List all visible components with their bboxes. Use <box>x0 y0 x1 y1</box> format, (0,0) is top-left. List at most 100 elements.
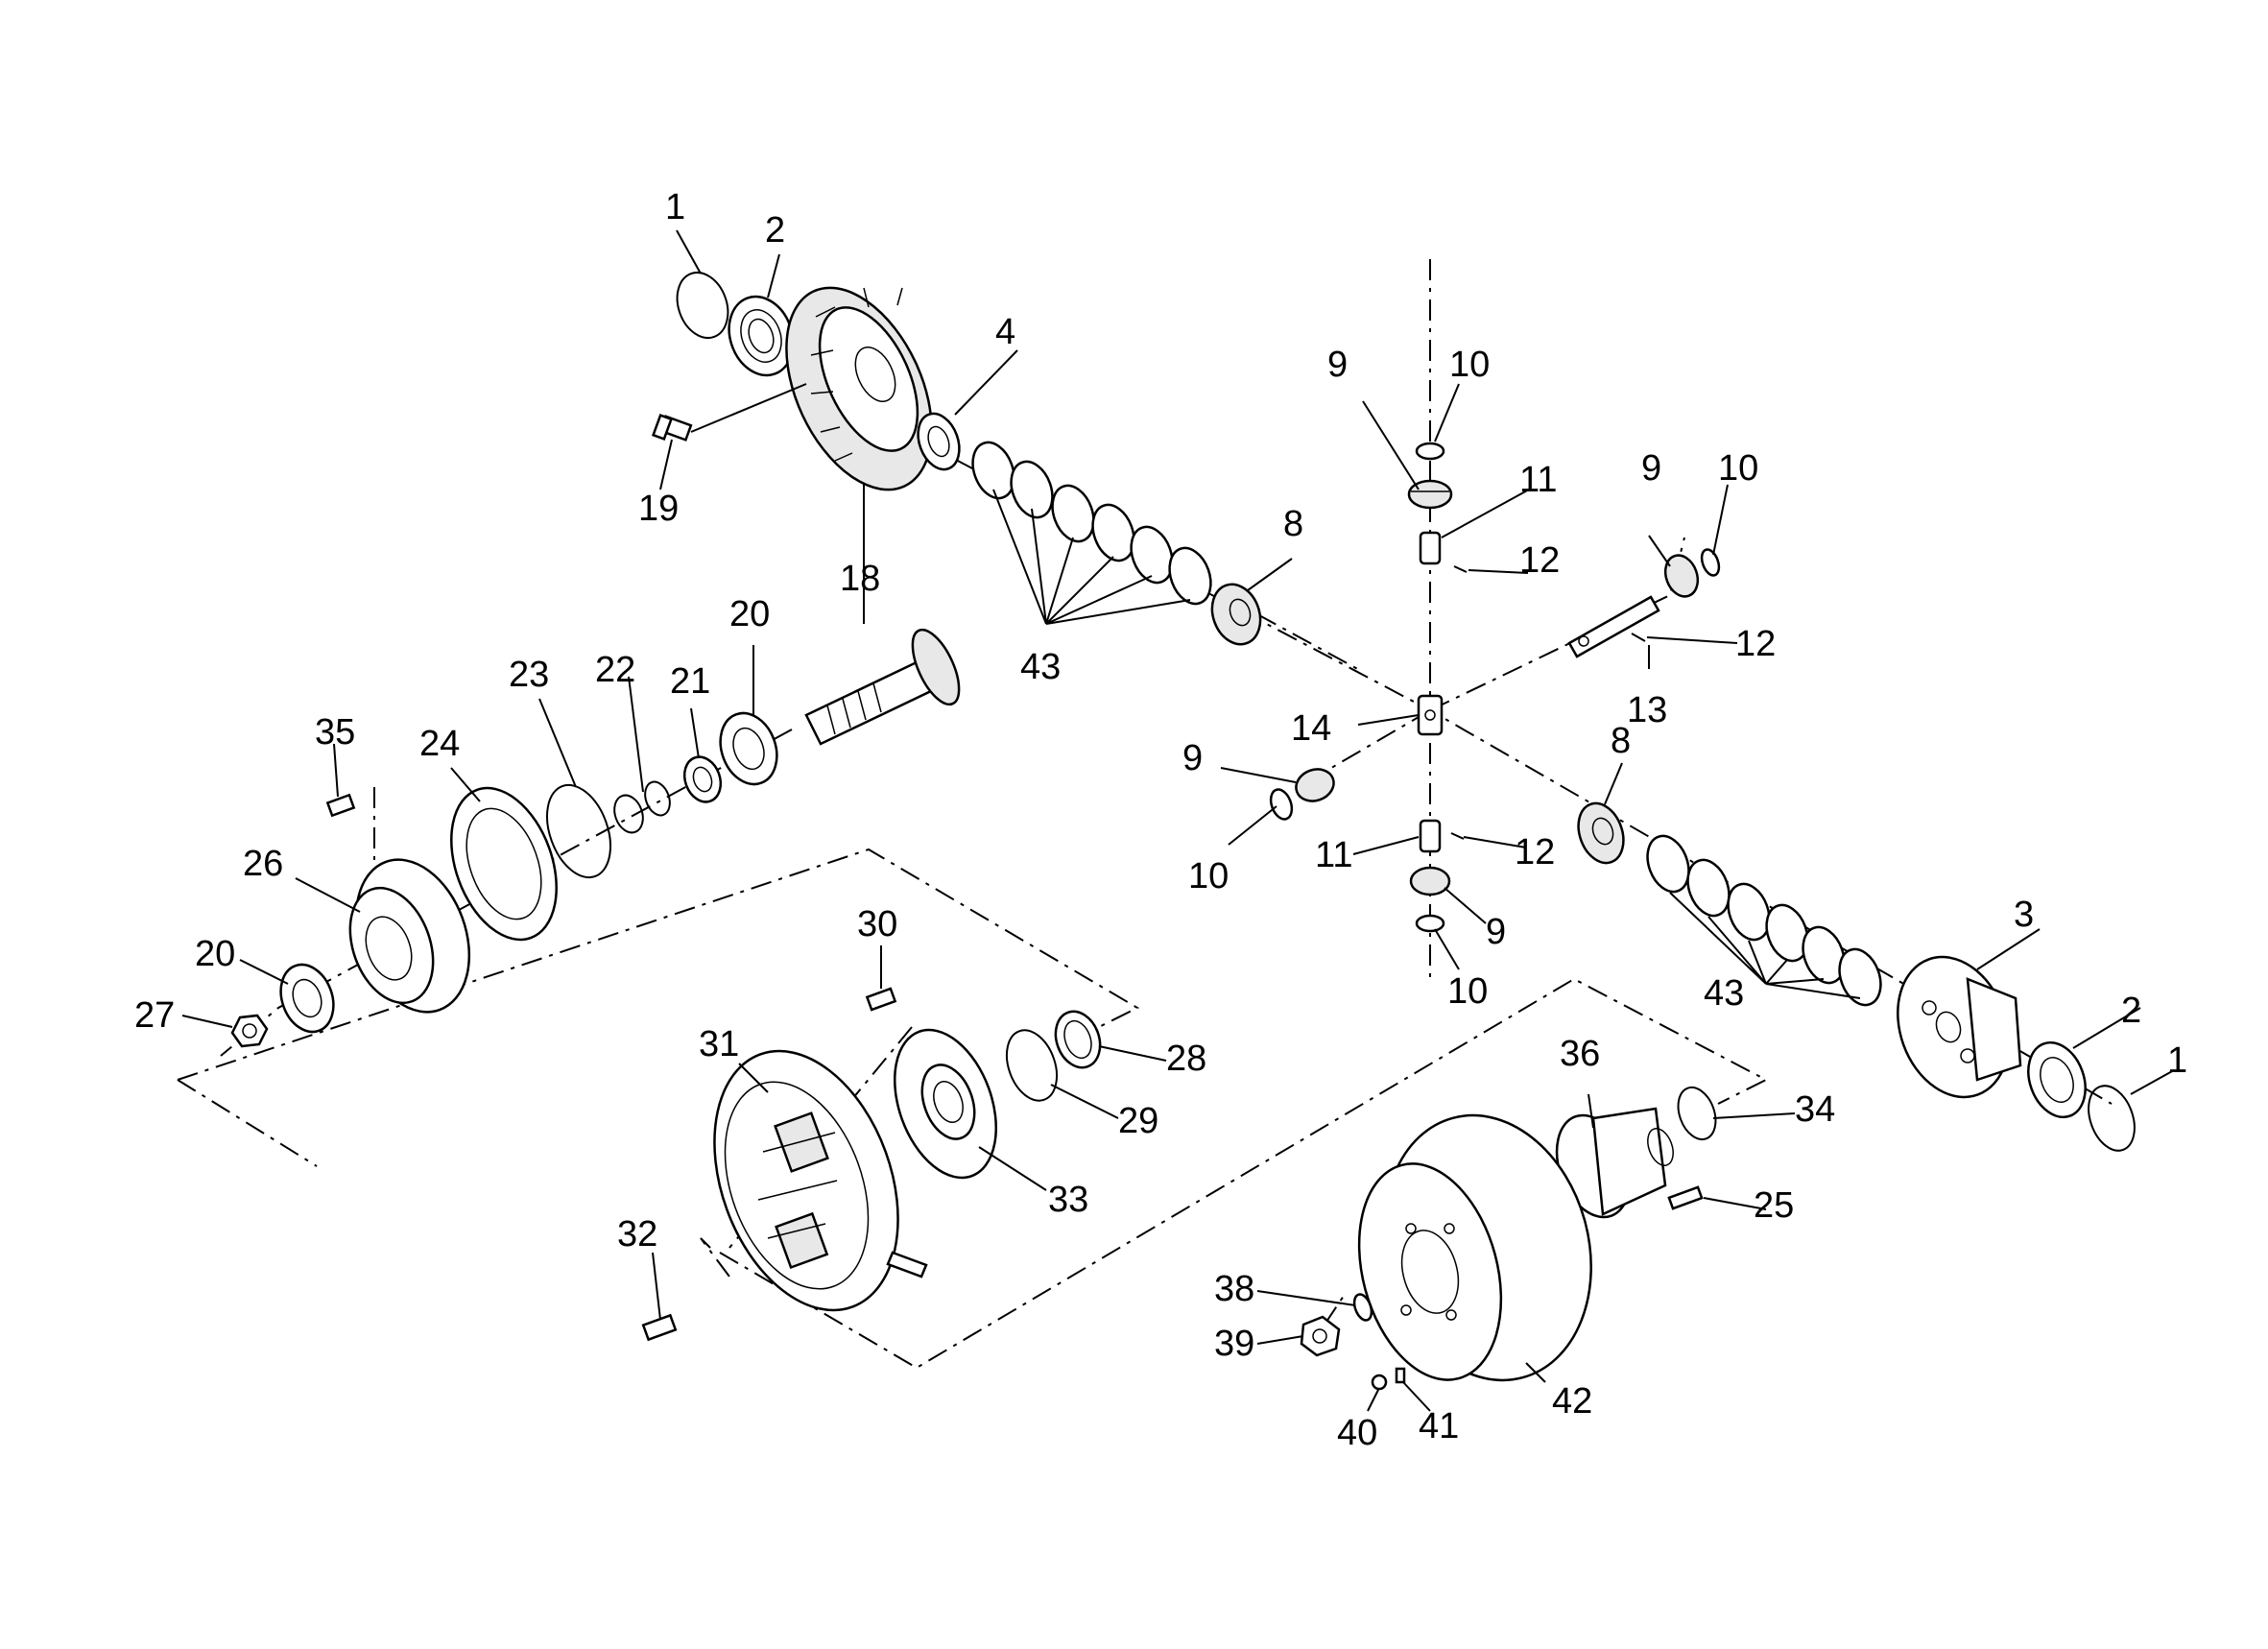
rings-part-22 <box>613 780 671 834</box>
callout-33: 33 <box>1048 1180 1088 1220</box>
nut-part-40 <box>1371 1374 1388 1391</box>
snap-ring-part-1 <box>676 272 729 339</box>
housing-part-26 <box>348 858 471 1014</box>
callout-2-top: 2 <box>765 210 785 251</box>
callout-11-top: 11 <box>1519 460 1557 500</box>
leader-lines <box>181 229 2175 1412</box>
screw-part-30 <box>865 987 897 1012</box>
roll-pin-part-12-right <box>1631 633 1646 642</box>
callout-12-bottom: 12 <box>1515 832 1555 872</box>
callout-9-right: 9 <box>1641 448 1661 489</box>
brake-assembly-part-31 <box>713 1049 928 1312</box>
callout-9-left: 9 <box>1182 738 1203 778</box>
spacer-part-21 <box>682 755 723 803</box>
pinion-shaft-part-18 <box>804 628 961 746</box>
callout-22: 22 <box>595 650 635 690</box>
nut-part-39 <box>1300 1315 1341 1357</box>
callout-26: 26 <box>243 844 283 884</box>
callout-42: 42 <box>1552 1381 1592 1422</box>
callout-25: 25 <box>1754 1185 1794 1226</box>
washer-part-10-top <box>1415 442 1445 461</box>
stud-part-41 <box>1395 1367 1406 1384</box>
callout-8-top: 8 <box>1283 504 1303 544</box>
washer-part-4 <box>917 412 961 471</box>
callout-10-top: 10 <box>1449 345 1490 385</box>
callout-10-left: 10 <box>1188 856 1229 896</box>
callout-32: 32 <box>617 1214 657 1255</box>
bearing-part-20-lower <box>279 963 335 1034</box>
callout-38: 38 <box>1214 1269 1254 1309</box>
callout-1-top: 1 <box>665 187 685 227</box>
callout-43-upper: 43 <box>1020 647 1061 687</box>
ring-gear-part-18 <box>785 286 933 491</box>
callout-labels: 1 2 4 9 10 11 9 10 12 8 12 13 8 14 9 10 … <box>134 187 2187 1453</box>
snap-ring-part-1-lower <box>2088 1085 2136 1152</box>
callout-1-lower: 1 <box>2167 1040 2187 1081</box>
washer-part-10-right <box>1700 548 1721 577</box>
roll-pin-part-12-top <box>1453 565 1468 573</box>
bolt-part-25 <box>1667 1185 1704 1210</box>
callout-10-bottom: 10 <box>1447 971 1488 1012</box>
o-ring-part-29 <box>1005 1029 1059 1102</box>
callout-34: 34 <box>1795 1089 1835 1130</box>
callout-13: 13 <box>1627 690 1667 730</box>
callout-30: 30 <box>857 904 897 944</box>
differential-case-part-3 <box>1897 955 2022 1099</box>
callout-43-lower: 43 <box>1704 973 1744 1014</box>
brake-drum-part-42 <box>1357 1113 1592 1382</box>
washer-part-38 <box>1352 1293 1373 1322</box>
callout-41: 41 <box>1419 1406 1459 1446</box>
callout-24: 24 <box>419 724 460 764</box>
o-ring-part-23 <box>546 783 611 879</box>
callout-35: 35 <box>315 712 355 753</box>
ring-part-34 <box>1677 1086 1717 1141</box>
screw-part-32 <box>641 1313 678 1342</box>
callout-20-lower: 20 <box>195 934 235 974</box>
callout-40: 40 <box>1337 1413 1377 1453</box>
bolt-part-19 <box>651 414 693 442</box>
side-gear-part-8-lower <box>1577 801 1625 865</box>
bearing-part-2-lower <box>2027 1040 2087 1119</box>
callout-31: 31 <box>699 1024 739 1064</box>
hub-carrier-part-33 <box>893 1028 998 1180</box>
callout-29: 29 <box>1118 1101 1158 1141</box>
callout-27: 27 <box>134 995 175 1036</box>
callout-18: 18 <box>840 559 880 599</box>
callout-12-right: 12 <box>1735 624 1776 664</box>
callout-21: 21 <box>670 661 710 702</box>
side-gear-part-8-upper <box>1210 583 1262 646</box>
callout-2-lower: 2 <box>2121 991 2141 1031</box>
roll-pin-part-12-bottom <box>1450 832 1465 840</box>
callout-14: 14 <box>1291 708 1331 749</box>
callout-8-lower: 8 <box>1611 721 1631 761</box>
spider-gear-part-9-left <box>1295 768 1335 802</box>
callout-36: 36 <box>1560 1034 1600 1074</box>
spider-gear-part-9-bottom <box>1409 866 1451 896</box>
spider-gear-part-9-top <box>1407 479 1453 510</box>
shims-part-43-upper <box>971 441 1212 606</box>
screw-part-35 <box>325 793 356 818</box>
pin-part-11-top <box>1419 531 1442 565</box>
callout-23: 23 <box>509 655 549 695</box>
nut-part-27 <box>230 1014 269 1048</box>
gasket-part-24 <box>450 786 558 942</box>
pinion-shaft-part-13 <box>1567 595 1660 658</box>
ring-part-28 <box>1054 1010 1102 1069</box>
bearing-part-20-upper <box>719 711 778 786</box>
spider-gear-part-9-right <box>1663 554 1700 598</box>
callout-9-top: 9 <box>1327 345 1348 385</box>
washer-part-10-bottom <box>1415 914 1445 933</box>
callout-10-right: 10 <box>1718 448 1758 489</box>
callout-39: 39 <box>1214 1324 1254 1364</box>
callout-11-bottom: 11 <box>1315 835 1352 875</box>
callout-3: 3 <box>2014 895 2034 935</box>
callout-19: 19 <box>638 489 679 529</box>
callout-4: 4 <box>995 312 1015 352</box>
shims-part-43-lower <box>1646 834 1882 1007</box>
pin-part-11-bottom <box>1419 819 1442 853</box>
callout-20-upper: 20 <box>729 594 770 634</box>
callout-9-bottom: 9 <box>1486 912 1506 952</box>
callout-28: 28 <box>1166 1039 1206 1079</box>
